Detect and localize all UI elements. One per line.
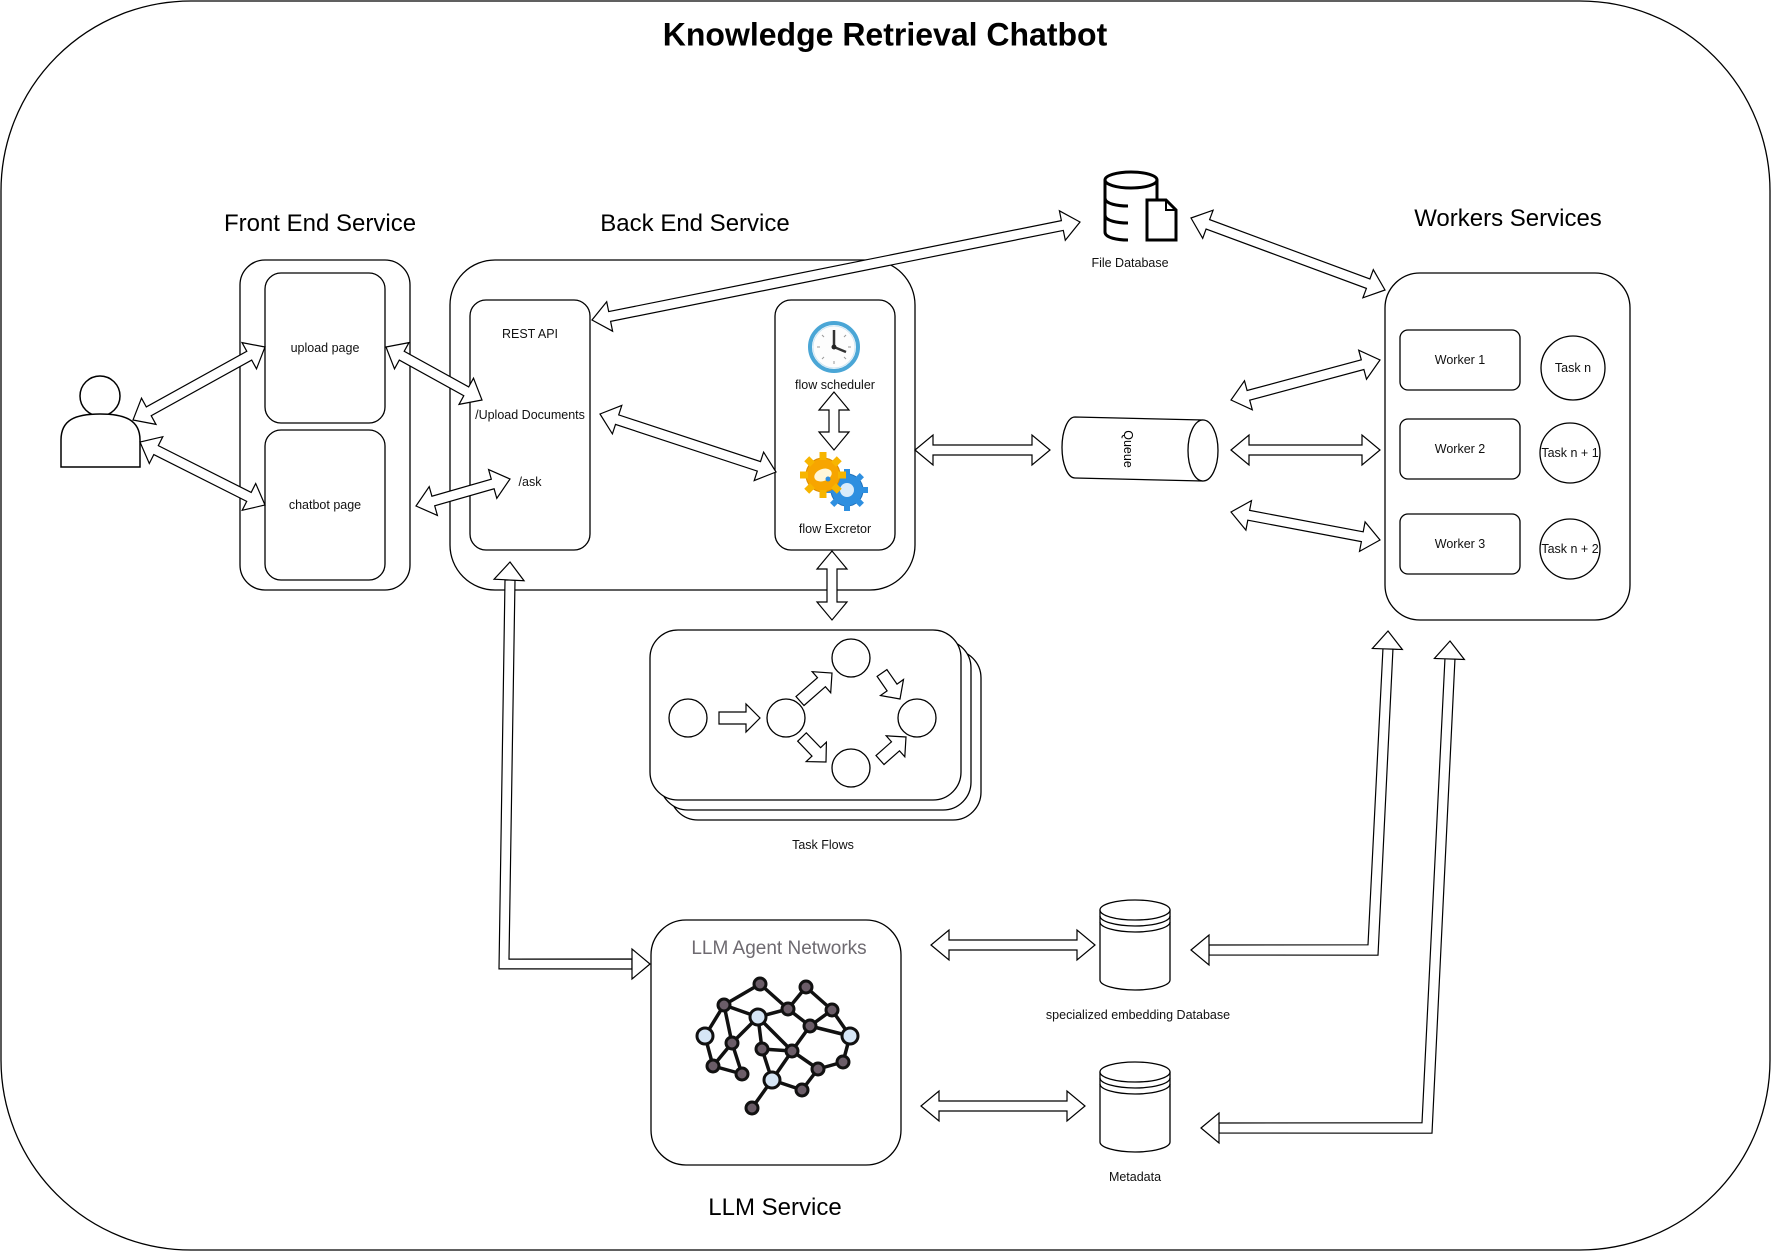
brain-node — [780, 1001, 796, 1017]
arrow-chatbot-ask — [415, 468, 511, 517]
gears-icon — [800, 452, 868, 511]
arrow-rest-filedb — [591, 209, 1081, 333]
flow-scheduler-label: flow scheduler — [795, 378, 875, 392]
front-end-service-box — [239, 259, 411, 591]
brain-node — [802, 1018, 818, 1034]
arrow-workers-metadata-head-up — [1433, 640, 1466, 661]
task-n1-circle[interactable] — [1539, 422, 1601, 484]
llm-service-box[interactable] — [650, 919, 902, 1166]
task-n2-circle[interactable] — [1539, 518, 1601, 580]
diagram-title: Knowledge Retrieval Chatbot — [662, 16, 1108, 53]
brain-network-icon — [695, 976, 860, 1116]
rest-api-label: REST API — [501, 327, 559, 341]
worker-2-box[interactable] — [1399, 418, 1521, 480]
task-n-label: Task n — [1554, 361, 1592, 375]
queue-label: Queue — [1121, 430, 1135, 468]
ask-endpoint[interactable]: /ask — [518, 475, 542, 489]
flow-arrow-4 — [796, 731, 828, 763]
brain-node — [824, 1002, 840, 1018]
task-n2-label: Task n + 2 — [1541, 542, 1599, 556]
arrow-upload-rest — [385, 341, 483, 406]
worker-1-label: Worker 1 — [1434, 353, 1486, 367]
embedding-database-label: specialized embedding Database — [1045, 1008, 1231, 1022]
brain-node — [705, 1058, 721, 1074]
brain-node — [748, 1007, 768, 1027]
flow-arrow-1 — [718, 702, 761, 734]
brain-node — [695, 1026, 715, 1046]
arrow-scheduler-executor — [817, 391, 851, 451]
arrow-rest-llm-head-right — [631, 947, 651, 981]
arrow-flow-taskflows — [815, 550, 849, 621]
brain-node — [784, 1043, 800, 1059]
brain-node — [716, 997, 732, 1013]
connector-arrows — [132, 209, 1466, 1145]
brain-node — [734, 1066, 750, 1082]
metadata-label: Metadata — [1108, 1170, 1162, 1184]
brain-node — [754, 1041, 770, 1057]
brain-node — [762, 1070, 782, 1090]
task-n-circle[interactable] — [1540, 335, 1606, 401]
arrow-filedb-workers — [1190, 209, 1386, 299]
arrow-queue-worker3 — [1230, 499, 1381, 553]
arrow-workers-embedding-head-left — [1190, 933, 1210, 967]
task-flow-arrows — [718, 668, 907, 766]
arrow-upload-executor — [599, 404, 777, 482]
arrow-backend-queue — [914, 433, 1051, 467]
brain-node — [794, 1082, 810, 1098]
task-n1-label: Task n + 1 — [1541, 446, 1599, 460]
brain-node — [835, 1054, 851, 1070]
user-icon[interactable] — [60, 375, 141, 468]
arrow-workers-embedding-head-up — [1371, 630, 1404, 651]
metadata-database-cylinder[interactable] — [1099, 1061, 1171, 1153]
brain-node — [798, 979, 814, 995]
arrow-llm-embedding — [930, 928, 1096, 962]
task-flows-stack[interactable] — [649, 629, 982, 821]
worker-2-label: Worker 2 — [1434, 442, 1486, 456]
arrow-queue-worker2 — [1230, 433, 1381, 467]
brain-node — [724, 1035, 740, 1051]
arrow-workers-metadata-head-left — [1200, 1111, 1220, 1145]
llm-section-title: LLM Service — [708, 1194, 842, 1221]
llm-agent-networks-title: LLM Agent Networks — [691, 938, 867, 959]
worker-3-box[interactable] — [1399, 513, 1521, 575]
flow-arrow-3 — [876, 668, 905, 700]
arrow-user-chatbot — [139, 435, 266, 512]
front-end-section-title: Front End Service — [223, 210, 417, 237]
arrow-rest-llm-head-up — [492, 561, 526, 582]
task-flows-label: Task Flows — [792, 838, 854, 852]
brain-node — [840, 1026, 860, 1046]
brain-node — [752, 976, 768, 992]
brain-node — [810, 1061, 826, 1077]
arrow-llm-metadata — [920, 1089, 1086, 1123]
flow-executor-label: flow Excretor — [798, 522, 872, 536]
upload-documents-endpoint[interactable]: /Upload Documents — [475, 408, 585, 422]
arrow-user-upload — [132, 341, 266, 426]
flow-arrow-2 — [795, 671, 833, 707]
back-end-service-box — [449, 259, 916, 591]
clock-icon — [808, 321, 860, 373]
worker-3-label: Worker 3 — [1434, 537, 1486, 551]
worker-1-box[interactable] — [1399, 329, 1521, 391]
back-end-section-title: Back End Service — [600, 210, 790, 237]
queue-cylinder[interactable] — [1061, 416, 1219, 482]
chatbot-page-label: chatbot page — [288, 498, 362, 512]
flow-arrow-5 — [875, 735, 907, 766]
database-file-icon[interactable] — [1103, 170, 1178, 242]
brain-node — [744, 1100, 760, 1116]
embedding-database-cylinder[interactable] — [1099, 899, 1171, 991]
workers-section-title: Workers Services — [1414, 205, 1602, 232]
upload-page-label: upload page — [290, 341, 360, 355]
arrow-queue-worker1 — [1230, 349, 1381, 411]
workers-service-box — [1384, 272, 1631, 621]
file-database-label: File Database — [1091, 256, 1169, 270]
